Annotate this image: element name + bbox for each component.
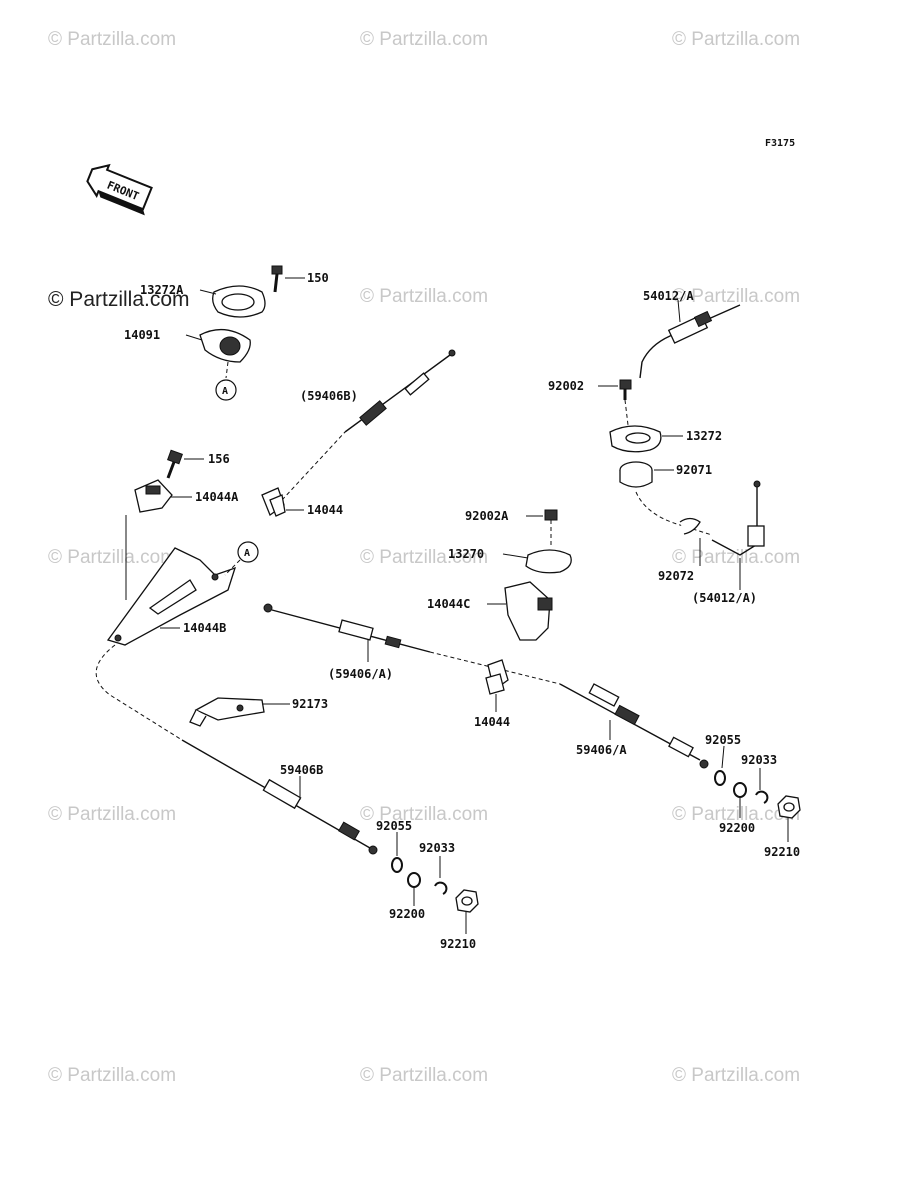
watermark-dark: © Partzilla.com (48, 288, 190, 311)
gasket-13272 (609, 425, 683, 453)
label-92071: 92071 (676, 463, 712, 477)
svg-text:A: A (222, 386, 228, 397)
washer-92055-left (391, 832, 403, 873)
bolt-92002A (526, 509, 558, 545)
clamp-14044-mid (485, 659, 509, 712)
watermark-layer: © Partzilla.com © Partzilla.com © Partzi… (48, 29, 800, 1086)
label-54012A: 54012/A (643, 289, 694, 303)
label-14044-top: 14044 (307, 503, 343, 517)
cable-54012A-upper (639, 299, 741, 379)
bracket-14044B (106, 515, 237, 646)
label-13272: 13272 (686, 429, 722, 443)
label-92173: 92173 (292, 697, 328, 711)
bolt-156 (166, 449, 204, 479)
label-92210-right: 92210 (764, 845, 800, 859)
bracket-14091 (185, 328, 251, 379)
label-14091: 14091 (124, 328, 160, 342)
bracket-92173 (189, 697, 290, 727)
label-59406A: 59406/A (576, 743, 627, 757)
watermark: © Partzilla.com (48, 547, 176, 568)
watermark: © Partzilla.com (672, 29, 800, 50)
nut-92210-right (777, 795, 801, 842)
label-92002: 92002 (548, 379, 584, 393)
watermark: © Partzilla.com (360, 804, 488, 825)
watermark: © Partzilla.com (48, 804, 176, 825)
ref-circle-a-2: A (224, 541, 259, 576)
label-156: 156 (208, 452, 230, 466)
figure-code: F3175 (765, 138, 795, 149)
watermark: © Partzilla.com (672, 286, 800, 307)
label-92200-right: 92200 (719, 821, 755, 835)
washer-92200-left (407, 872, 421, 906)
ref-circle-a: A (215, 379, 237, 401)
bracket-14044C (487, 581, 553, 641)
watermark: © Partzilla.com (672, 547, 800, 568)
watermark: © Partzilla.com (48, 29, 176, 50)
clamp-14044A (134, 479, 192, 513)
watermark: © Partzilla.com (360, 286, 488, 307)
label-14044C: 14044C (427, 597, 470, 611)
watermark: © Partzilla.com (360, 547, 488, 568)
bolt-150 (271, 265, 305, 293)
clamp-14044-top (261, 487, 304, 517)
cable-59406B-lower (95, 644, 378, 855)
cable-59406A-right (559, 683, 709, 769)
washer-92033-left (434, 856, 448, 895)
watermark: © Partzilla.com (360, 1065, 488, 1086)
svg-text:A: A (244, 548, 250, 559)
label-13270: 13270 (448, 547, 484, 561)
label-92200-left: 92200 (389, 907, 425, 921)
watermark: © Partzilla.com (672, 1065, 800, 1086)
label-14044-mid: 14044 (474, 715, 510, 729)
label-13272A: 13272A (140, 283, 184, 297)
bolt-92002 (598, 379, 632, 426)
grommet-92071 (619, 461, 674, 488)
washer-92200-right (733, 782, 747, 818)
label-150: 150 (307, 271, 329, 285)
label-92033-right: 92033 (741, 753, 777, 767)
nut-92210-left (455, 889, 479, 934)
label-92072: 92072 (658, 569, 694, 583)
label-14044B: 14044B (183, 621, 226, 635)
label-92055-right: 92055 (705, 733, 741, 747)
label-92033-left: 92033 (419, 841, 455, 855)
watermark: © Partzilla.com (360, 29, 488, 50)
cable-59406B-upper (281, 349, 456, 501)
cable-54012A-lower (635, 480, 765, 590)
plate-13270 (502, 549, 572, 574)
washer-92033-right (755, 768, 769, 804)
label-14044A: 14044A (195, 490, 239, 504)
label-54012A-paren: (54012/A) (692, 591, 757, 605)
watermark: © Partzilla.com (672, 804, 800, 825)
front-arrow-icon: FRONT (86, 163, 153, 216)
label-59406A-paren: (59406/A) (328, 667, 393, 681)
label-92210-left: 92210 (440, 937, 476, 951)
label-59406B: 59406B (280, 763, 323, 777)
label-92002A: 92002A (465, 509, 509, 523)
gasket-13272A (199, 285, 266, 318)
label-92055-left: 92055 (376, 819, 412, 833)
watermark: © Partzilla.com (48, 1065, 176, 1086)
label-59406B-paren: (59406B) (300, 389, 358, 403)
washer-92055-right (714, 745, 726, 786)
